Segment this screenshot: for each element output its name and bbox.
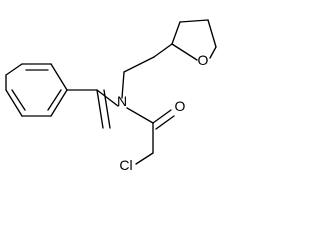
bond-carbonyl-o-b: [155, 115, 175, 130]
bond-ch2-thf: [123, 56, 155, 73]
bond-vinyl-n: [96, 89, 119, 107]
bond-thf-6: [171, 43, 198, 61]
bond-ring-inner-3: [11, 89, 26, 111]
bond-ch2-cl: [135, 152, 154, 165]
bond-carbonyl-o-a: [152, 109, 172, 124]
bond-thf-5: [209, 46, 217, 59]
ring-oxygen-label: O: [198, 52, 209, 68]
bond-ring-6: [5, 89, 23, 117]
bond-thf-1: [153, 43, 173, 58]
structure-diagram: N O O Cl: [5, 19, 217, 173]
bond-thf-3: [179, 19, 209, 23]
bond-ring-1: [5, 63, 23, 76]
bond-ring-4: [50, 89, 68, 117]
bond-n-ch2: [121, 71, 125, 99]
tetrahydrofuran-ring: [153, 19, 217, 61]
bond-thf-4: [207, 19, 217, 48]
bond-vinyl-ch2-b: [103, 89, 111, 129]
bond-n-carbonyl: [126, 107, 154, 124]
bond-ring-inner-2: [47, 89, 62, 111]
bond-thf-2: [171, 21, 181, 45]
carbonyl-oxygen-label: O: [175, 98, 186, 114]
nitrogen-label: N: [117, 93, 127, 109]
bond-vinyl-ch2-a: [96, 89, 104, 129]
bond-ring-3: [50, 63, 68, 91]
benzene-ring: [5, 63, 68, 117]
chlorine-label: Cl: [119, 157, 132, 173]
